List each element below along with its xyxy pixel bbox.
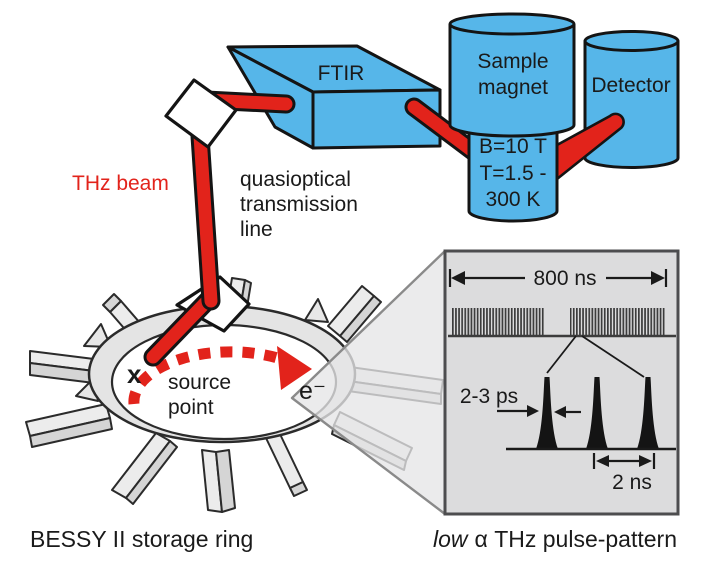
single-pulse <box>586 377 608 449</box>
thz-beam-to-source <box>146 292 216 364</box>
bunch-spacing-label: 2 ns <box>612 471 652 494</box>
arrowhead-left-icon <box>554 406 566 418</box>
inset-caption-rest: α THz pulse-pattern <box>475 526 678 552</box>
source-marker: x <box>127 359 142 389</box>
transmission-line-label-line1: quasioptical <box>240 168 351 191</box>
cryostat-label-line3: 300 K <box>486 188 541 211</box>
ring-spoke <box>289 481 308 497</box>
ring-spoke <box>29 417 113 448</box>
ring-spoke <box>102 293 122 313</box>
thz-beam-to-detector <box>555 112 625 181</box>
ring-spoke <box>265 431 304 489</box>
sample-magnet-top <box>448 12 576 36</box>
cryostat-cylinder: B=10 T T=1.5 - 300 K <box>467 124 559 223</box>
revolution-label: 800 ns <box>533 267 596 290</box>
spacing-arrow-line <box>592 453 656 469</box>
electron-orbit <box>128 346 312 405</box>
sample-magnet-cylinder: Sample magnet <box>448 12 576 138</box>
arrowhead-left-icon <box>451 271 465 285</box>
thz-beam-to-magnet <box>407 100 485 162</box>
detector-label: Detector <box>591 74 670 97</box>
electron-orbit-dashed-arc <box>128 346 283 405</box>
inset-panel <box>443 249 680 516</box>
inset-caption-lowalpha: low <box>433 526 469 552</box>
pulse-pattern-inset: 800 ns 2-3 ps 2 ns <box>448 267 676 494</box>
detector-body <box>583 41 680 169</box>
cryostat-label-line2: T=1.5 - <box>479 162 546 185</box>
ring-spoke <box>215 449 236 513</box>
cryostat-body <box>467 124 559 223</box>
sample-magnet-body <box>448 24 576 138</box>
zoom-fan-line-right <box>581 335 645 378</box>
transmission-line-label-line3: line <box>240 218 273 241</box>
arrowhead-right-icon <box>527 405 539 417</box>
arrowhead-left-icon <box>596 455 609 467</box>
pulse-burst-1 <box>452 308 545 335</box>
ring-spoke <box>339 295 382 343</box>
pulse-width-label: 2-3 ps <box>460 385 518 408</box>
source-point-label-line1: source <box>168 371 231 394</box>
single-pulse <box>637 377 659 449</box>
thz-beam-label: THz beam <box>72 172 169 195</box>
cryostat-label-line1: B=10 T <box>479 135 547 158</box>
ring-spoke <box>125 440 178 505</box>
sample-magnet-label-line1: Sample <box>477 50 548 73</box>
source-point-label-line2: point <box>168 396 214 419</box>
ring-caption: BESSY II storage ring <box>30 526 253 552</box>
transmission-line-label-line2: transmission <box>240 193 358 216</box>
ftir-label: FTIR <box>318 62 365 85</box>
detector-top <box>583 30 680 52</box>
mirror-1 <box>164 78 238 149</box>
sample-magnet-label-line2: magnet <box>478 76 548 99</box>
single-pulse <box>536 377 558 449</box>
ring-tooth <box>304 298 329 323</box>
revolution-arrow-line <box>448 269 668 287</box>
arrowhead-right-icon <box>651 271 665 285</box>
thz-beam-vertical <box>193 129 218 308</box>
zoom-fan-line-left <box>546 335 577 374</box>
pulse-burst-2 <box>570 308 665 335</box>
electron-label: e⁻ <box>299 377 326 405</box>
arrowhead-right-icon <box>639 455 652 467</box>
electron-orbit-arrowhead-icon <box>277 346 312 390</box>
